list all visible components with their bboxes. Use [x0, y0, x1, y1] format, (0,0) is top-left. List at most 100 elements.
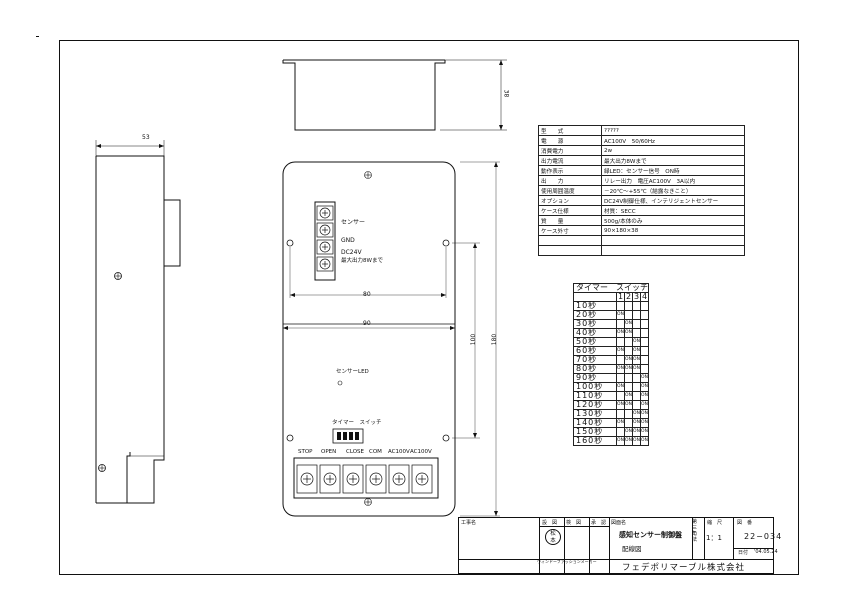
spec-key: ケース仕様	[538, 205, 602, 216]
title-block	[458, 517, 774, 574]
switch-state-1	[616, 355, 625, 365]
switch-state-3	[632, 400, 641, 410]
spec-row: 使用周囲温度－20℃～+55℃（結露なきこと）	[538, 185, 745, 196]
switch-state-3: ON	[632, 418, 641, 428]
company-name: フェデポリマーブル株式会社	[622, 563, 745, 573]
switch-state-2	[624, 346, 633, 356]
front-panel-drawing	[282, 161, 500, 517]
switch-state-4	[640, 346, 649, 356]
spec-key: 出力電流	[538, 155, 602, 166]
terminal-label-close: CLOSE	[346, 449, 365, 455]
spec-value: 材質：SECC	[601, 205, 745, 216]
spec-value: リレー出力 電圧AC100V 3A以内	[601, 175, 745, 186]
timer-switch-label: タイマー スイッチ	[332, 420, 382, 426]
switch-state-1: ON	[616, 328, 625, 338]
spec-value: 90×180×38	[601, 225, 745, 236]
spec-row: 動作表示緑LED：センサー信号 ON時	[538, 165, 745, 176]
switch-state-1: ON	[616, 346, 625, 356]
switch-state-2: ON	[624, 400, 633, 410]
angle-label: 第三角法	[692, 519, 698, 543]
terminal-label-max-output: 最大出力8Wまで	[341, 258, 383, 264]
check-label: 検 図	[566, 520, 582, 526]
drawing-name: 感知センサー制御盤	[619, 531, 682, 539]
drawing-no: 22−034	[744, 532, 783, 541]
switch-state-2	[624, 409, 633, 419]
project-label: 工事名	[461, 520, 477, 526]
switch-state-4: ON	[640, 418, 649, 428]
spec-value: 最大出力8Wまで	[601, 155, 745, 166]
switch-state-1	[616, 337, 625, 347]
switch-state-4	[640, 337, 649, 347]
spec-row: 型 式?????	[538, 125, 745, 136]
width-80-dimension: 80	[363, 291, 371, 298]
switch-header-1: 1	[616, 292, 625, 302]
scale-value: 1：1	[706, 534, 722, 542]
switch-state-3: ON	[632, 409, 641, 419]
spec-key: ケース外寸	[538, 225, 602, 236]
design-label: 設 図	[542, 520, 558, 526]
switch-state-3	[632, 301, 641, 311]
spec-key: 出 力	[538, 175, 602, 186]
terminal-label-gnd: GND	[341, 237, 355, 244]
switch-state-4: ON	[640, 436, 649, 446]
switch-state-4: ON	[640, 382, 649, 392]
switch-state-4	[640, 301, 649, 311]
stamp-text-2: 本	[550, 538, 556, 544]
switch-header-3: 3	[632, 292, 641, 302]
terminal-label-ac100v-2: AC100V	[410, 449, 432, 455]
spec-row: 出力電流最大出力8Wまで	[538, 155, 745, 166]
switch-state-4: ON	[640, 373, 649, 383]
spec-key: 質 量	[538, 215, 602, 226]
spec-key	[538, 245, 602, 256]
date-label: 日付	[738, 550, 749, 556]
switch-state-3: ON	[632, 355, 641, 365]
spec-key: オプション	[538, 195, 602, 206]
switch-state-2	[624, 337, 633, 347]
sensor-led-label: センサーLED	[336, 369, 369, 375]
spec-value: DC24V制御仕様、インテリジェントセンサー	[601, 195, 745, 206]
spec-value	[601, 245, 745, 256]
switch-state-2: ON	[624, 319, 633, 329]
spec-key: 消費電力	[538, 145, 602, 156]
height-180-dimension: 180	[491, 333, 499, 346]
scale-label: 縮 尺	[707, 520, 723, 526]
switch-state-3: ON	[632, 337, 641, 347]
drawing-no-label: 図 番	[737, 520, 753, 526]
switch-header-4: 4	[640, 292, 649, 302]
spec-key: 電 源	[538, 135, 602, 146]
switch-state-2: ON	[624, 328, 633, 338]
switch-state-1	[616, 409, 625, 419]
terminal-label-open: OPEN	[321, 449, 337, 455]
switch-state-3	[632, 310, 641, 320]
spec-value: －20℃～+55℃（結露なきこと）	[601, 185, 745, 196]
switch-state-3	[632, 328, 641, 338]
switch-state-2: ON	[624, 391, 633, 401]
terminal-label-com: COM	[369, 449, 382, 455]
terminal-label-stop: STOP	[298, 449, 313, 455]
switch-state-2: ON	[624, 355, 633, 365]
timer-duration: 160秒	[573, 436, 617, 446]
switch-state-3	[632, 382, 641, 392]
spec-value: 500g/本体のみ	[601, 215, 745, 226]
switch-state-2	[624, 382, 633, 392]
switch-state-1: ON	[616, 436, 625, 446]
switch-state-2: ON	[624, 364, 633, 374]
switch-state-1	[616, 319, 625, 329]
switch-state-3	[632, 319, 641, 329]
switch-state-2	[624, 373, 633, 383]
spec-row: 出 力リレー出力 電圧AC100V 3A以内	[538, 175, 745, 186]
switch-state-2	[624, 301, 633, 311]
switch-state-2	[624, 310, 633, 320]
side-width-dimension: 53	[142, 134, 150, 141]
corner-mark	[36, 36, 39, 37]
spec-row	[538, 245, 745, 256]
terminal-label-ac100v-1: AC100V	[388, 449, 410, 455]
switch-state-4	[640, 355, 649, 365]
terminal-label-sensor: センサー	[341, 219, 366, 226]
spec-key	[538, 235, 602, 246]
switch-state-2: ON	[624, 427, 633, 437]
